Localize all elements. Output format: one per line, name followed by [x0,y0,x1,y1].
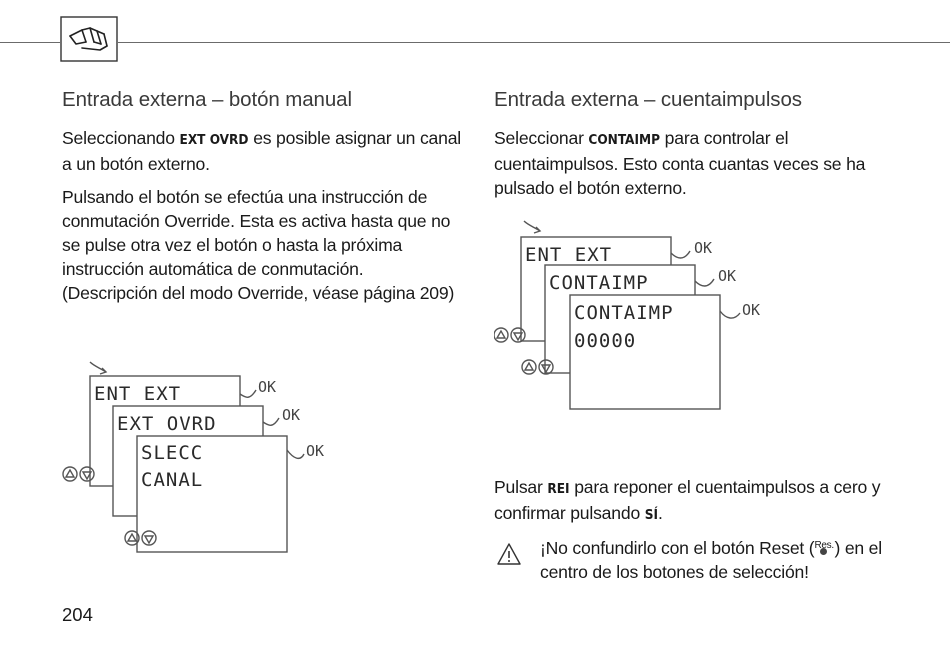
paragraph-override: Pulsando el botón se efectúa una instruc… [62,187,455,303]
keyword-si: SÍ [644,507,658,523]
keyword-ext-ovrd: EXT OVRD [179,132,249,148]
manual-hand-icon [60,16,118,62]
lcd-screen-slecc: SLECC [141,442,203,464]
lcd-screen-counter: 00000 [574,330,636,352]
lcd-screen-ext-ovrd: EXT OVRD [117,413,217,435]
lcd-screen-contaimp-detail: CONTAIMP [574,302,674,324]
lcd-screen-contaimp: CONTAIMP [549,272,649,294]
ok-label-right-2: OK [718,267,736,285]
keyword-rei: REI [547,481,570,497]
header-rule [0,42,950,43]
right-column: Entrada externa – cuentaimpulsos Selecci… [494,88,914,209]
section-title-boton-manual: Entrada externa – botón manual [62,88,352,111]
ok-label-1: OK [258,378,276,396]
section-title-cuentaimpulsos: Entrada externa – cuentaimpulsos [494,88,802,111]
lcd-screen-ent-ext: ENT EXT [94,383,181,405]
lcd-diagram-cuentaimpulsos: ENT EXT CONTAIMP CONTAIMP 00000 OK OK OK [493,217,794,422]
paragraph-ovrd: Seleccionando EXT OVRD es posible asigna… [62,128,462,174]
warning-note: ¡No confundirlo con el botón Reset (Res.… [494,536,914,584]
paragraph-contaimp: Seleccionar CONTAIMP para controlar el c… [494,128,866,198]
lcd-screen-canal: CANAL [141,469,203,491]
lcd-diagram-boton-manual: ENT EXT EXT OVRD SLECC CANAL OK OK OK [60,358,360,563]
ok-label-right-3: OK [742,301,760,319]
warning-triangle-icon [496,542,522,571]
reset-button-icon: Res. [814,538,834,556]
paragraph-rei: Pulsar REI para reponer el cuentaimpulso… [494,477,881,523]
page-number: 204 [62,604,93,625]
keyword-contaimp: CONTAIMP [588,132,660,148]
lcd-screen-ent-ext-right: ENT EXT [525,244,612,266]
ok-label-2: OK [282,406,300,424]
left-column: Entrada externa – botón manual Seleccion… [62,88,462,314]
reset-instructions: Pulsar REI para reponer el cuentaimpulso… [494,475,914,584]
warning-text: ¡No confundirlo con el botón Reset (Res.… [540,538,882,582]
ok-label-right-1: OK [694,239,712,257]
ok-label-3: OK [306,442,324,460]
